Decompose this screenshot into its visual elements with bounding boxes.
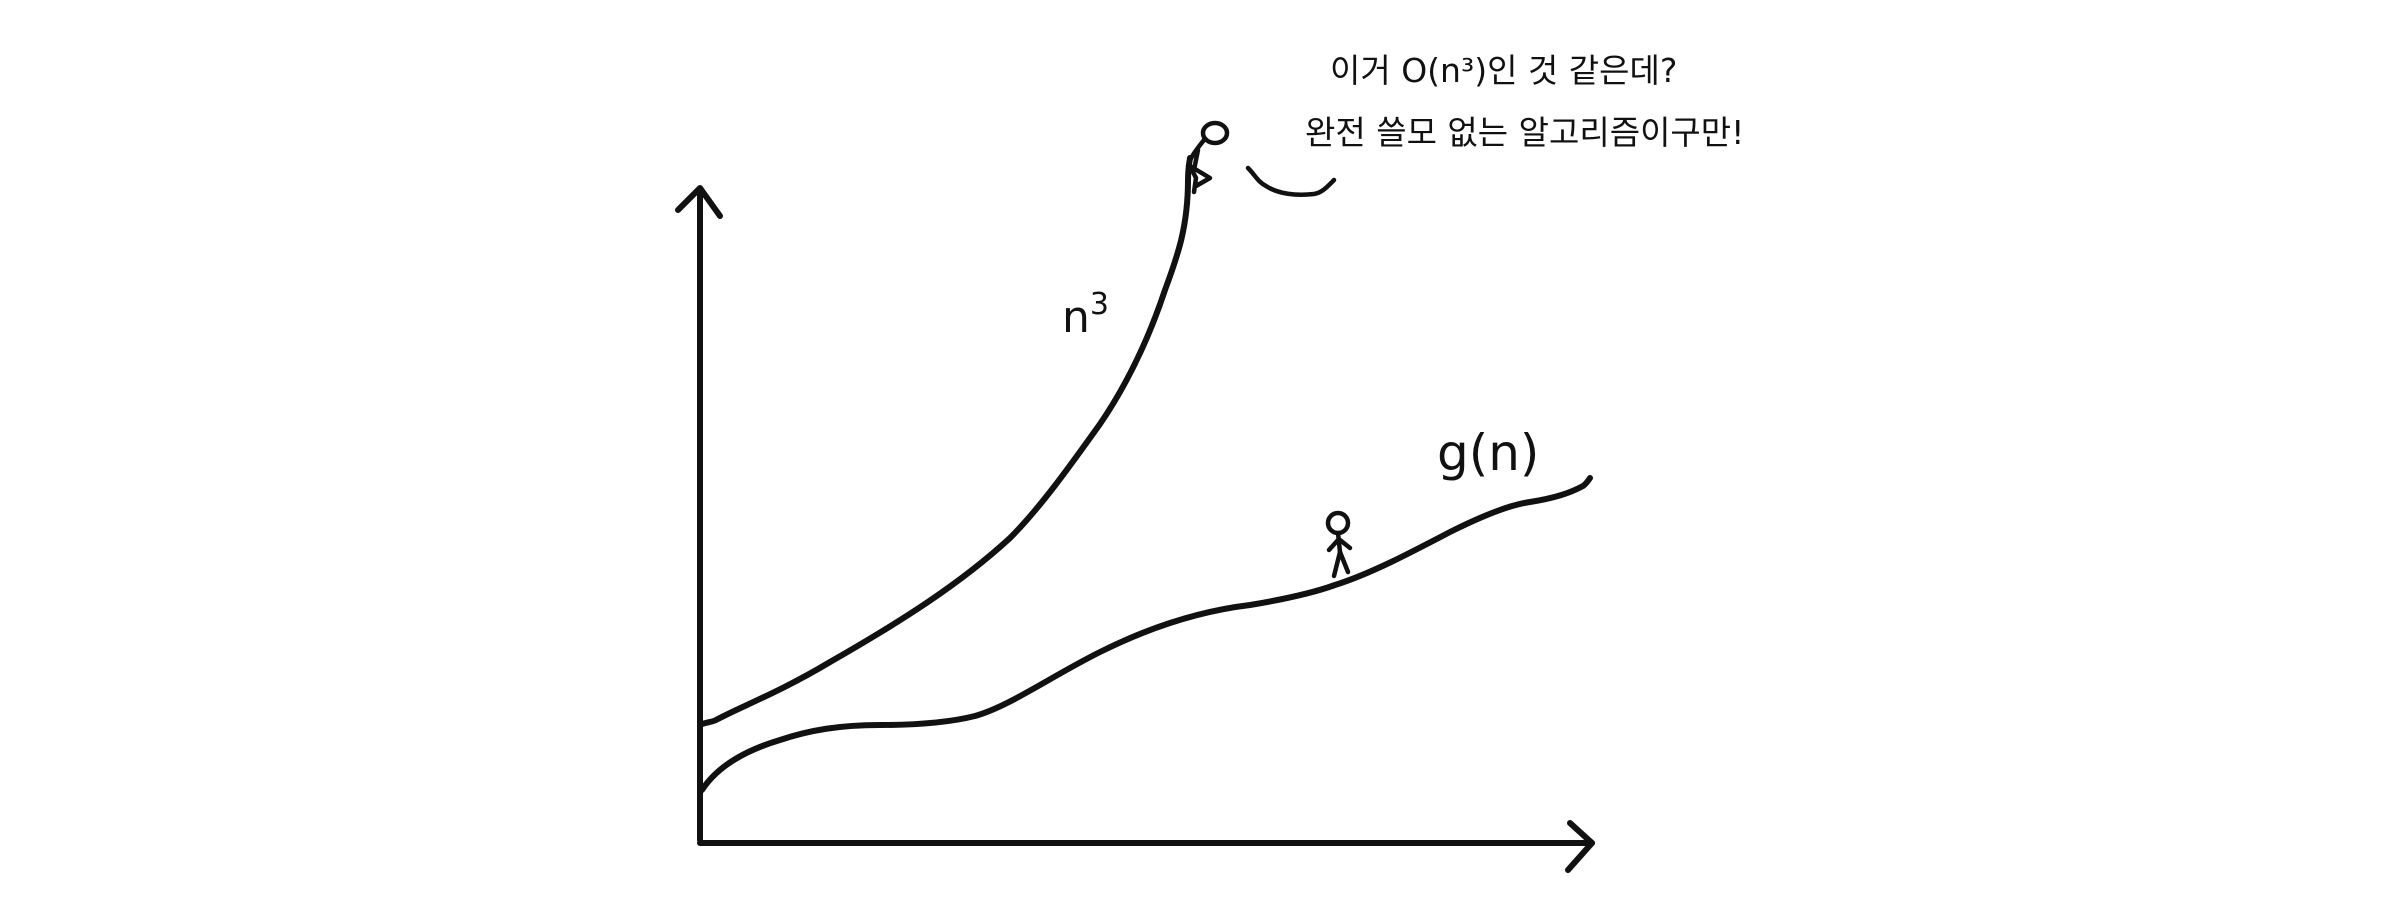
g-of-n-label: g(n) (1437, 424, 1539, 482)
x-axis-arrowhead (1565, 820, 1595, 873)
walking-figure-legs (1331, 549, 1351, 579)
walking-figure-body (1335, 530, 1343, 555)
speech-line-2: 완전 쓸모 없는 알고리즘이구만! (1305, 113, 1744, 152)
sitting-figure-torso (1185, 137, 1207, 169)
axes (675, 185, 1595, 873)
speech-line-1: 이거 O(n³)인 것 같은데? (1330, 51, 1677, 90)
stick-figure-sitting-icon (1185, 120, 1230, 195)
walking-figure-arms (1326, 537, 1353, 553)
sitting-figure-arm (1191, 147, 1201, 173)
stick-figure-walking-icon (1325, 510, 1353, 579)
sitting-figure-head (1200, 120, 1230, 146)
walking-figure-head (1325, 510, 1351, 536)
n-cubed-curve (699, 155, 1193, 727)
n-cubed-label: n3 (1062, 287, 1109, 343)
speech-tail (1245, 165, 1337, 197)
g-of-n-curve (699, 475, 1593, 793)
y-axis-arrowhead (675, 185, 723, 219)
